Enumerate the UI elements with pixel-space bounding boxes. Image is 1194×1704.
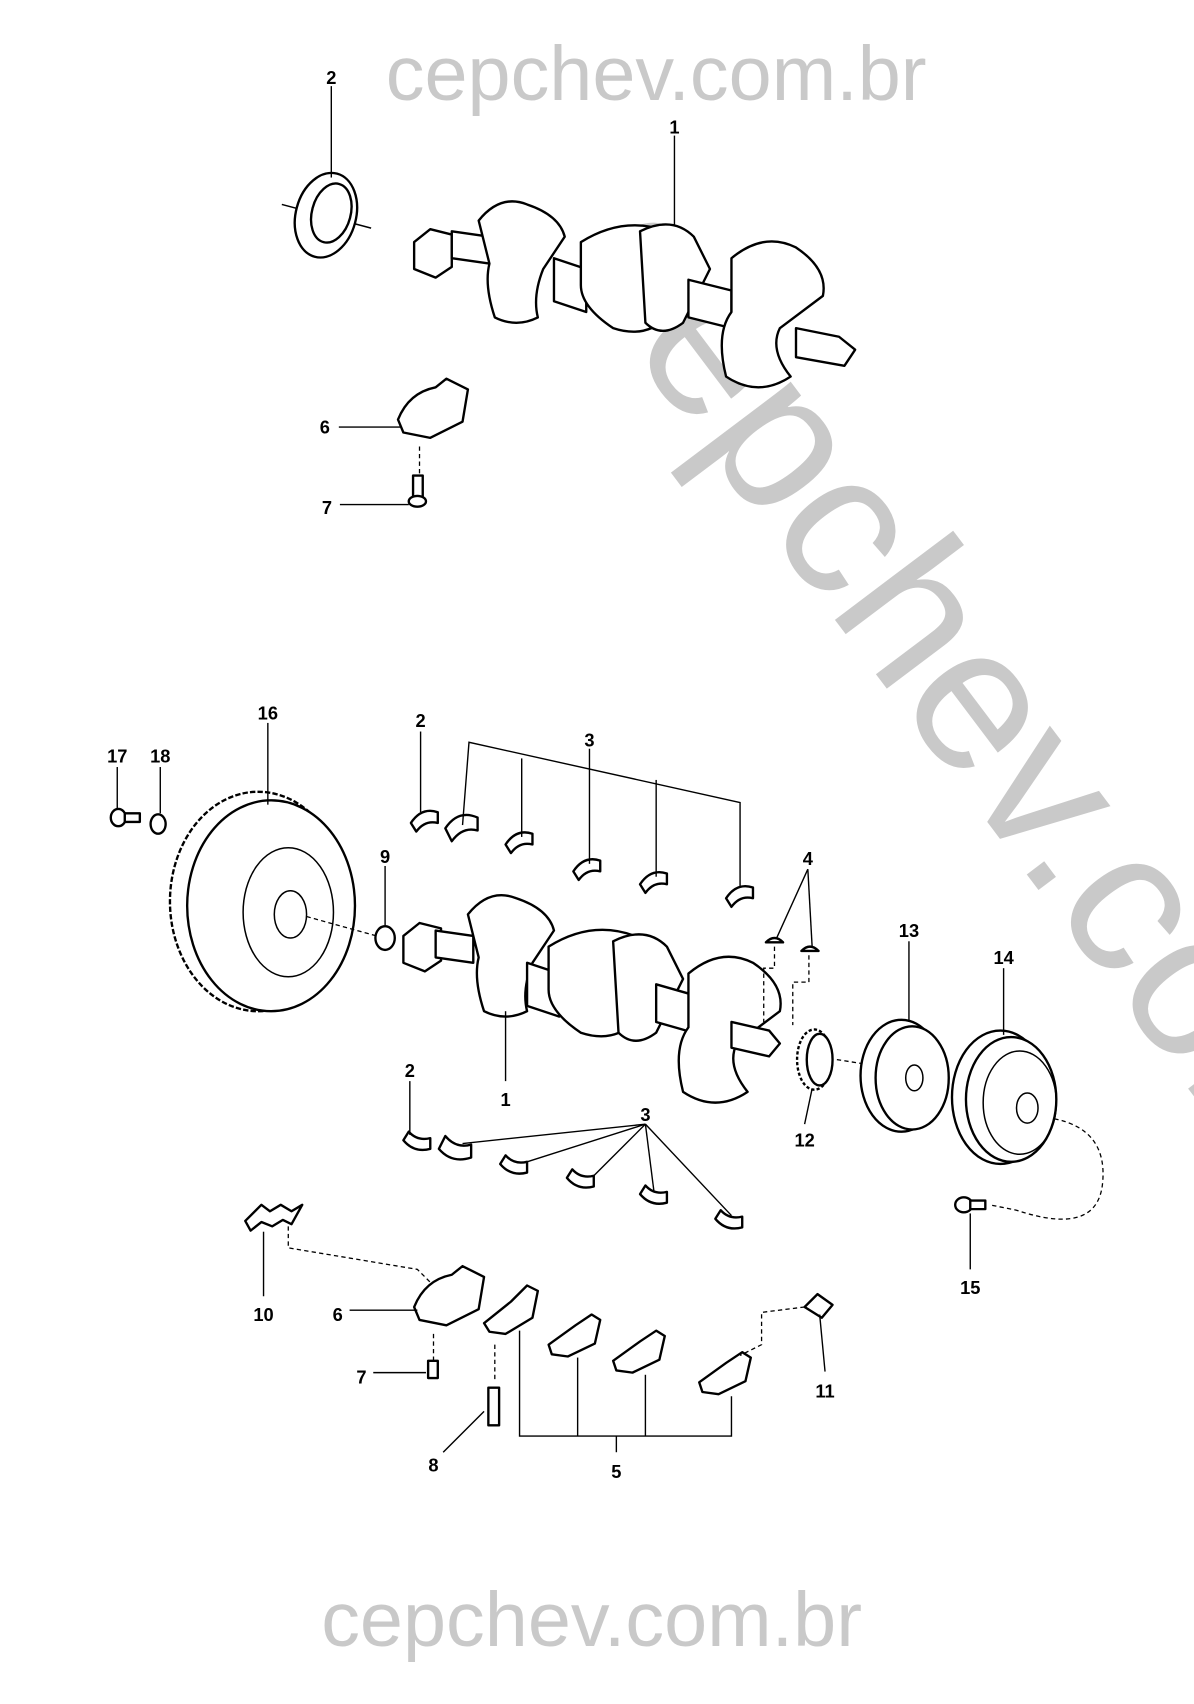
label-cap-bolt: 7 — [356, 1366, 366, 1387]
label-hub: 13 — [899, 920, 919, 941]
label-crankshaft-lower: 1 — [500, 1089, 510, 1110]
retainer — [739, 1292, 834, 1356]
pulley — [950, 1029, 1104, 1220]
pilot-bearing — [306, 915, 396, 952]
bolt-upper — [407, 474, 428, 508]
upper-bearing-shells — [409, 809, 755, 909]
main-bearing-caps — [482, 1284, 753, 1396]
bearing-cap-upper — [396, 377, 470, 474]
label-lower-shells: 3 — [640, 1104, 650, 1125]
rear-bearing-cap — [412, 1264, 486, 1380]
label-upper-shells: 3 — [584, 730, 594, 751]
pulley-bolt — [954, 1196, 987, 1214]
label-upper-shell-first: 2 — [416, 710, 426, 731]
oil-seal — [281, 171, 372, 259]
label-gear: 12 — [794, 1130, 814, 1151]
flywheel — [168, 790, 357, 1013]
lock-plate — [244, 1203, 440, 1292]
label-washer: 18 — [150, 746, 170, 767]
hub — [836, 1018, 950, 1133]
flywheel-bolt — [109, 807, 142, 828]
timing-gear — [795, 1028, 834, 1091]
crankshaft-upper — [412, 200, 857, 389]
label-rear-cap: 6 — [333, 1304, 343, 1325]
label-lower-shell-first: 2 — [405, 1060, 415, 1081]
label-flywheel: 16 — [258, 703, 278, 724]
watermark-diagonal: cepchev.com.br — [531, 153, 1194, 1430]
leaders-upper — [330, 86, 676, 506]
crankshaft-lower — [402, 894, 782, 1104]
label-lock-plate: 10 — [253, 1304, 273, 1325]
label-main-caps: 5 — [611, 1461, 621, 1482]
label-pulley-bolt: 15 — [960, 1277, 980, 1298]
washer — [149, 813, 167, 835]
lower-bearing-shells — [402, 1130, 744, 1230]
watermark-top: cepchev.com.br — [386, 31, 927, 117]
label-pilot-bearing: 9 — [380, 846, 390, 867]
label-pulley: 14 — [993, 947, 1014, 968]
label-stud: 8 — [428, 1455, 438, 1476]
keys — [763, 936, 820, 1026]
label-crankshaft: 1 — [669, 116, 679, 137]
label-bearing-cap: 6 — [320, 417, 330, 438]
leaders-lower — [116, 722, 1005, 1453]
label-bolt: 7 — [322, 497, 332, 518]
label-retainer: 11 — [815, 1380, 834, 1401]
stud — [487, 1386, 501, 1427]
label-seal: 2 — [326, 67, 336, 88]
label-key: 4 — [803, 848, 814, 869]
label-flywheel-bolt: 17 — [107, 746, 127, 767]
watermark-bottom: cepchev.com.br — [321, 1577, 862, 1663]
